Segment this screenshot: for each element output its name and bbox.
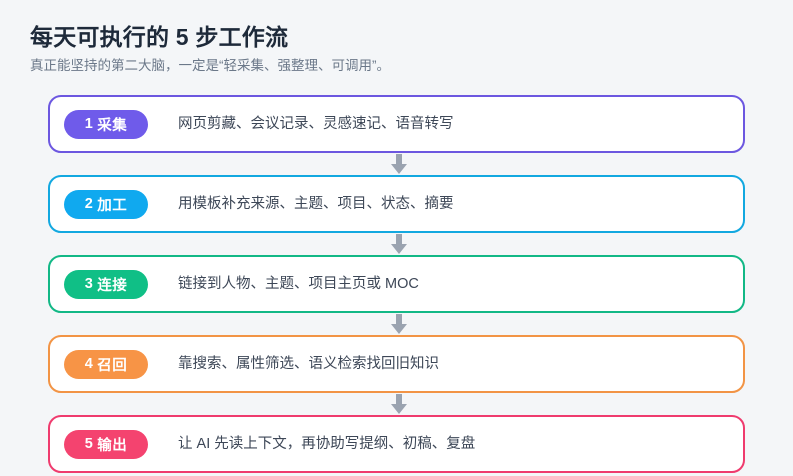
step-number: 3 [84,276,94,292]
step-description: 网页剪藏、会议记录、灵感速记、语音转写 [178,116,454,132]
step-label: 采集 [97,117,128,134]
step-label: 连接 [97,277,128,294]
step-number: 1 [84,116,94,132]
arrow-down-icon [391,314,407,334]
page-title: 每天可执行的 5 步工作流 [30,24,289,50]
step-connector [48,313,745,335]
page-subtitle: 真正能坚持的第二大脑，一定是“轻采集、强整理、可调用”。 [30,58,390,73]
step-label: 加工 [97,197,128,214]
arrow-down-icon [391,154,407,174]
step-label: 输出 [97,437,128,454]
step-number: 5 [84,436,94,452]
step-description: 用模板补充来源、主题、项目、状态、摘要 [178,196,454,212]
step-connector [48,393,745,415]
step-number: 2 [84,196,94,212]
step-connector [48,153,745,175]
step-label: 召回 [97,357,128,374]
step-description: 靠搜索、属性筛选、语义检索找回旧知识 [178,356,439,372]
step-connector [48,233,745,255]
step-description: 链接到人物、主题、项目主页或 MOC [178,276,419,292]
arrow-down-icon [391,234,407,254]
step-description: 让 AI 先读上下文，再协助写提纲、初稿、复盘 [178,436,476,452]
step-number: 4 [84,356,94,372]
arrow-down-icon [391,394,407,414]
